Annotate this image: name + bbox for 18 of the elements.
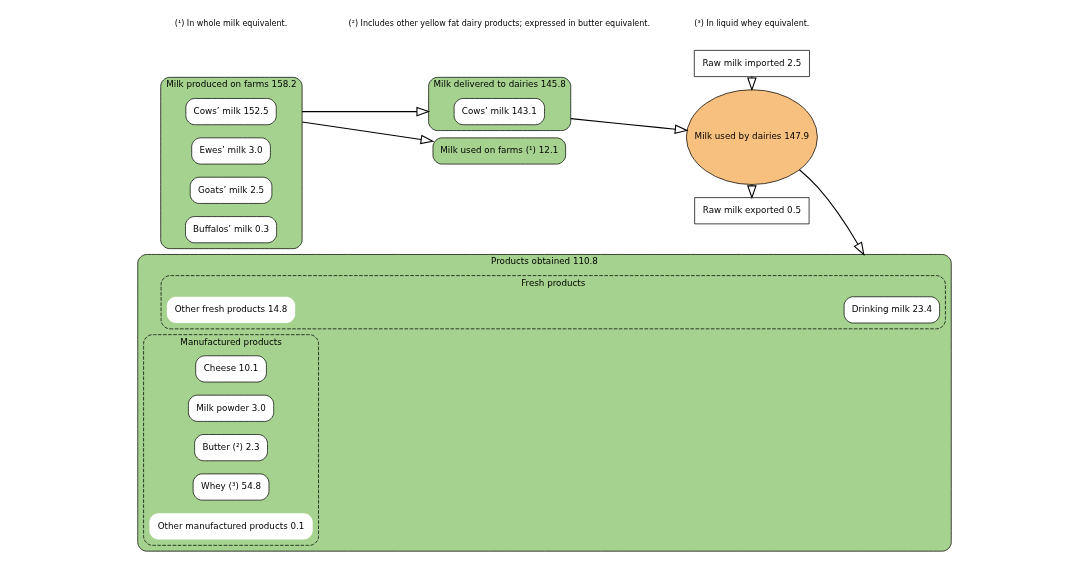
node-box: Whey (³) 54.8 <box>192 473 269 501</box>
arrow <box>301 121 434 145</box>
arrow <box>798 169 865 256</box>
node-box: Cheese 10.1 <box>194 355 267 383</box>
arrow <box>301 106 430 117</box>
node-box: Milk powder 3.0 <box>187 394 274 422</box>
node-box: Ewes’ milk 3.0 <box>190 137 271 165</box>
arrow <box>569 118 689 134</box>
node-box: Raw milk exported 0.5 <box>693 197 809 225</box>
node-box: Drinking milk 23.4 <box>843 296 940 324</box>
node-box: Goats’ milk 2.5 <box>189 176 272 204</box>
node-box: Buffalos’ milk 0.3 <box>184 216 277 244</box>
node-box: Milk used on farms (¹) 12.1 <box>432 137 566 165</box>
node-box: Butter (²) 2.3 <box>193 434 268 462</box>
node-box: Cows’ milk 143.1 <box>453 98 545 126</box>
node-box: Other fresh products 14.8 <box>166 296 295 323</box>
node-box: Other manufactured products 0.1 <box>148 513 313 540</box>
node-box: Cows’ milk 152.5 <box>185 98 277 126</box>
